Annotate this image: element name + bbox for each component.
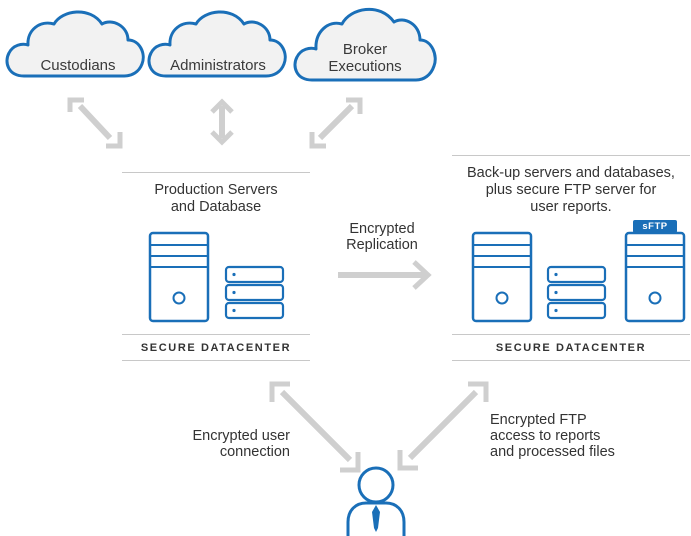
user-connection-line2: connection xyxy=(219,444,290,460)
user-icon xyxy=(346,466,406,536)
sftp-badge: sFTP xyxy=(633,220,677,233)
cloud-broker-icon xyxy=(293,7,437,82)
double-arrow-icon xyxy=(309,97,363,149)
divider xyxy=(122,172,310,173)
cloud-custodians-label: Custodians xyxy=(40,57,116,74)
double-arrow-icon xyxy=(67,97,123,149)
arrow-right-icon xyxy=(338,260,432,290)
cloud-broker-label-line2: Executions xyxy=(328,58,402,75)
production-title-line2: and Database xyxy=(170,199,262,215)
double-arrow-icon xyxy=(210,98,234,146)
ftp-access-line2: access to reports xyxy=(490,428,601,444)
replication-label-line2: Replication xyxy=(346,237,418,253)
divider xyxy=(452,334,690,335)
server-tower-icon xyxy=(471,231,533,323)
cloud-custodians-icon xyxy=(5,10,145,78)
backup-datacenter-label: SECURE DATACENTER xyxy=(495,342,647,354)
double-arrow-icon xyxy=(397,381,489,471)
sftp-server-tower-icon xyxy=(624,231,686,323)
divider xyxy=(452,360,690,361)
cloud-broker-label-line1: Broker xyxy=(342,41,388,58)
divider xyxy=(122,360,310,361)
ftp-access-line1: Encrypted FTP xyxy=(490,412,587,428)
server-rack-icon xyxy=(224,265,285,320)
divider xyxy=(122,334,310,335)
ftp-access-line3: and processed files xyxy=(490,444,615,460)
user-connection-line1: Encrypted user xyxy=(192,428,290,444)
double-arrow-icon xyxy=(269,381,361,473)
divider xyxy=(452,155,690,156)
production-title-line1: Production Servers xyxy=(154,182,278,198)
server-tower-icon xyxy=(148,231,210,323)
production-datacenter-label: SECURE DATACENTER xyxy=(140,342,292,354)
cloud-administrators-label: Administrators xyxy=(170,57,266,74)
backup-description-line1: Back-up servers and databases, xyxy=(467,165,675,181)
cloud-administrators-icon xyxy=(147,10,287,78)
backup-description-line3: user reports. xyxy=(530,199,612,215)
replication-label-line1: Encrypted xyxy=(349,221,415,237)
backup-description-line2: plus secure FTP server for xyxy=(485,182,657,198)
server-rack-icon xyxy=(546,265,607,320)
